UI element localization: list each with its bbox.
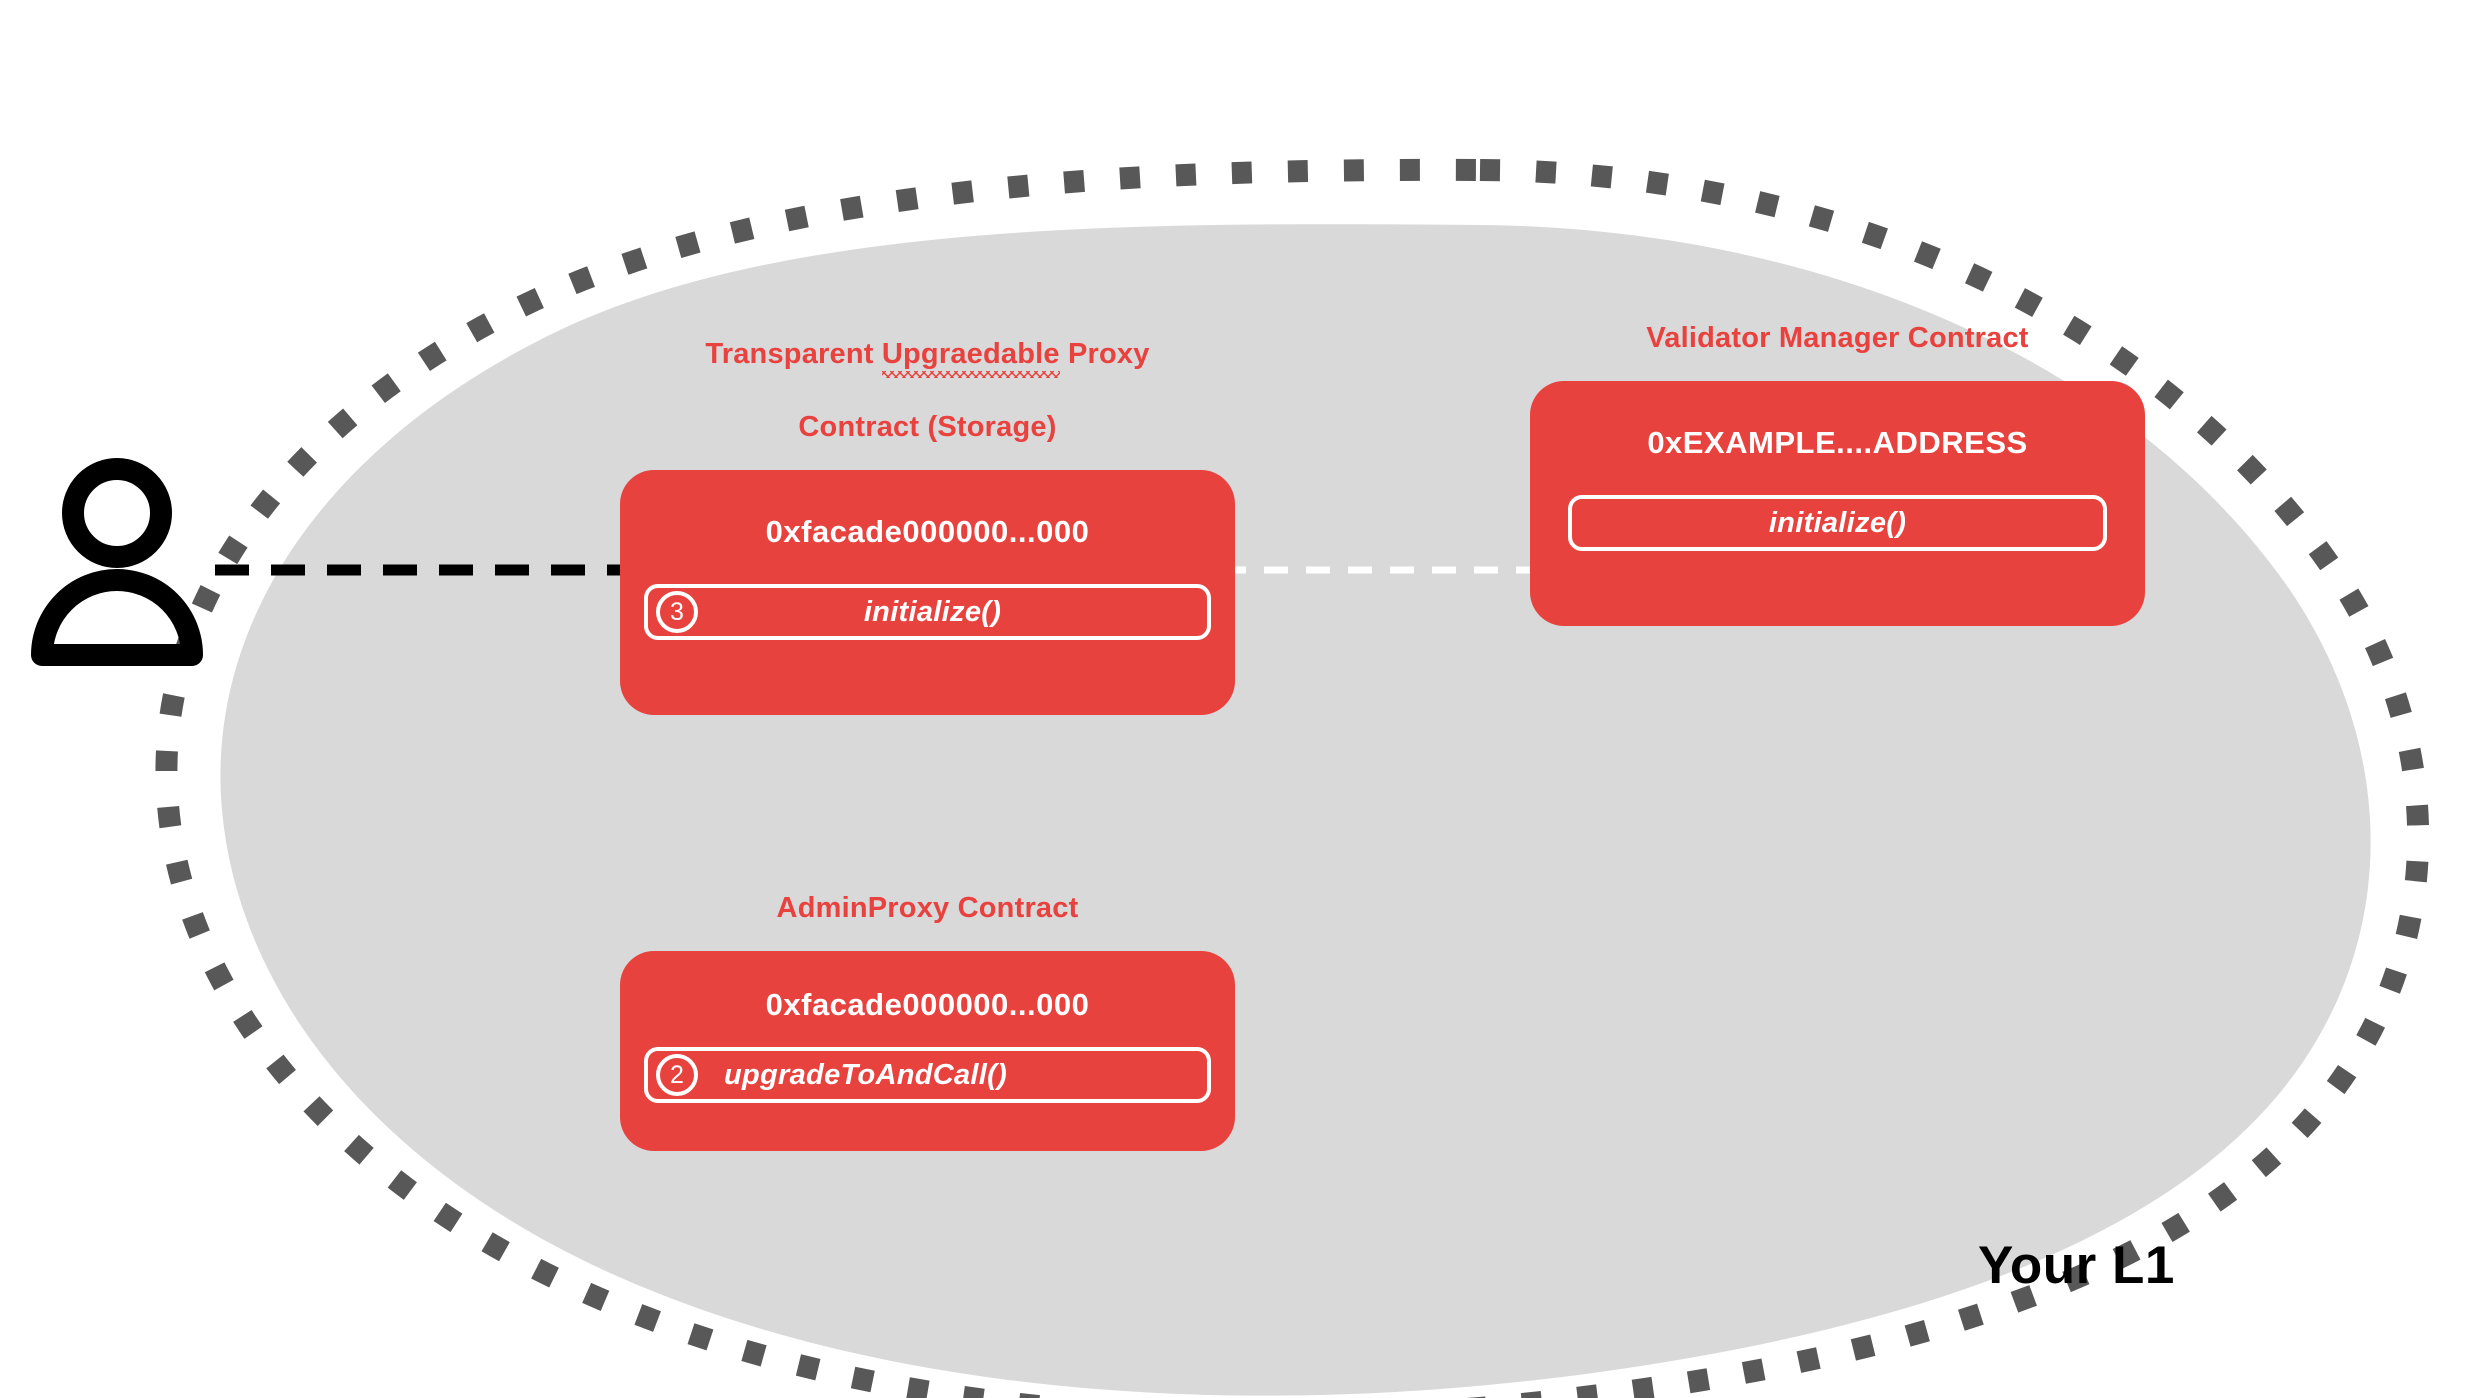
card-title-line-2: Contract (Storage) <box>798 410 1057 443</box>
step-badge-3: 3 <box>656 591 698 633</box>
person-icon <box>31 458 203 666</box>
card-transparent-proxy: Transparent Upgraedable Proxy Contract (… <box>620 300 1235 715</box>
card-title-transparent-proxy: Transparent Upgraedable Proxy Contract (… <box>620 300 1235 445</box>
l1-region-dotted-border <box>155 158 2430 1398</box>
contract-address-validator-manager: 0xEXAMPLE....ADDRESS <box>1647 425 2028 461</box>
card-body-admin-proxy: 0xfacade000000...000 2 upgradeToAndCall(… <box>620 951 1235 1152</box>
method-proxy-initialize[interactable]: 3 initialize() <box>644 584 1211 640</box>
method-validator-manager-initialize[interactable]: initialize() <box>1568 495 2107 552</box>
card-title-part-2: Proxy <box>1059 338 1150 371</box>
region-label-your-l1: Your L1 <box>1978 1236 2175 1295</box>
contract-address-transparent-proxy: 0xfacade000000...000 <box>765 514 1090 549</box>
method-label-initialize: initialize() <box>1768 506 1907 539</box>
card-body-validator-manager: 0xEXAMPLE....ADDRESS initialize() <box>1530 381 2145 627</box>
card-title-validator-manager: Validator Manager Contract <box>1646 322 2029 354</box>
card-title-part-1: Transparent <box>705 338 882 371</box>
method-label-upgrade-to-and-call: upgradeToAndCall() <box>724 1058 1008 1091</box>
method-admin-proxy-upgrade-to-and-call[interactable]: 2 upgradeToAndCall() <box>644 1047 1211 1104</box>
method-label-initialize: initialize() <box>863 595 1002 628</box>
contract-address-admin-proxy: 0xfacade000000...000 <box>765 987 1090 1023</box>
card-title-admin-proxy: AdminProxy Contract <box>776 892 1079 924</box>
card-body-transparent-proxy: 0xfacade000000...000 3 initialize() <box>620 470 1235 715</box>
card-validator-manager: Validator Manager Contract 0xEXAMPLE....… <box>1530 320 2145 627</box>
card-title-misspelled-word: Upgraedable <box>881 336 1060 378</box>
step-badge-2: 2 <box>656 1054 698 1097</box>
card-admin-proxy: AdminProxy Contract 0xfacade000000...000… <box>620 890 1235 1152</box>
